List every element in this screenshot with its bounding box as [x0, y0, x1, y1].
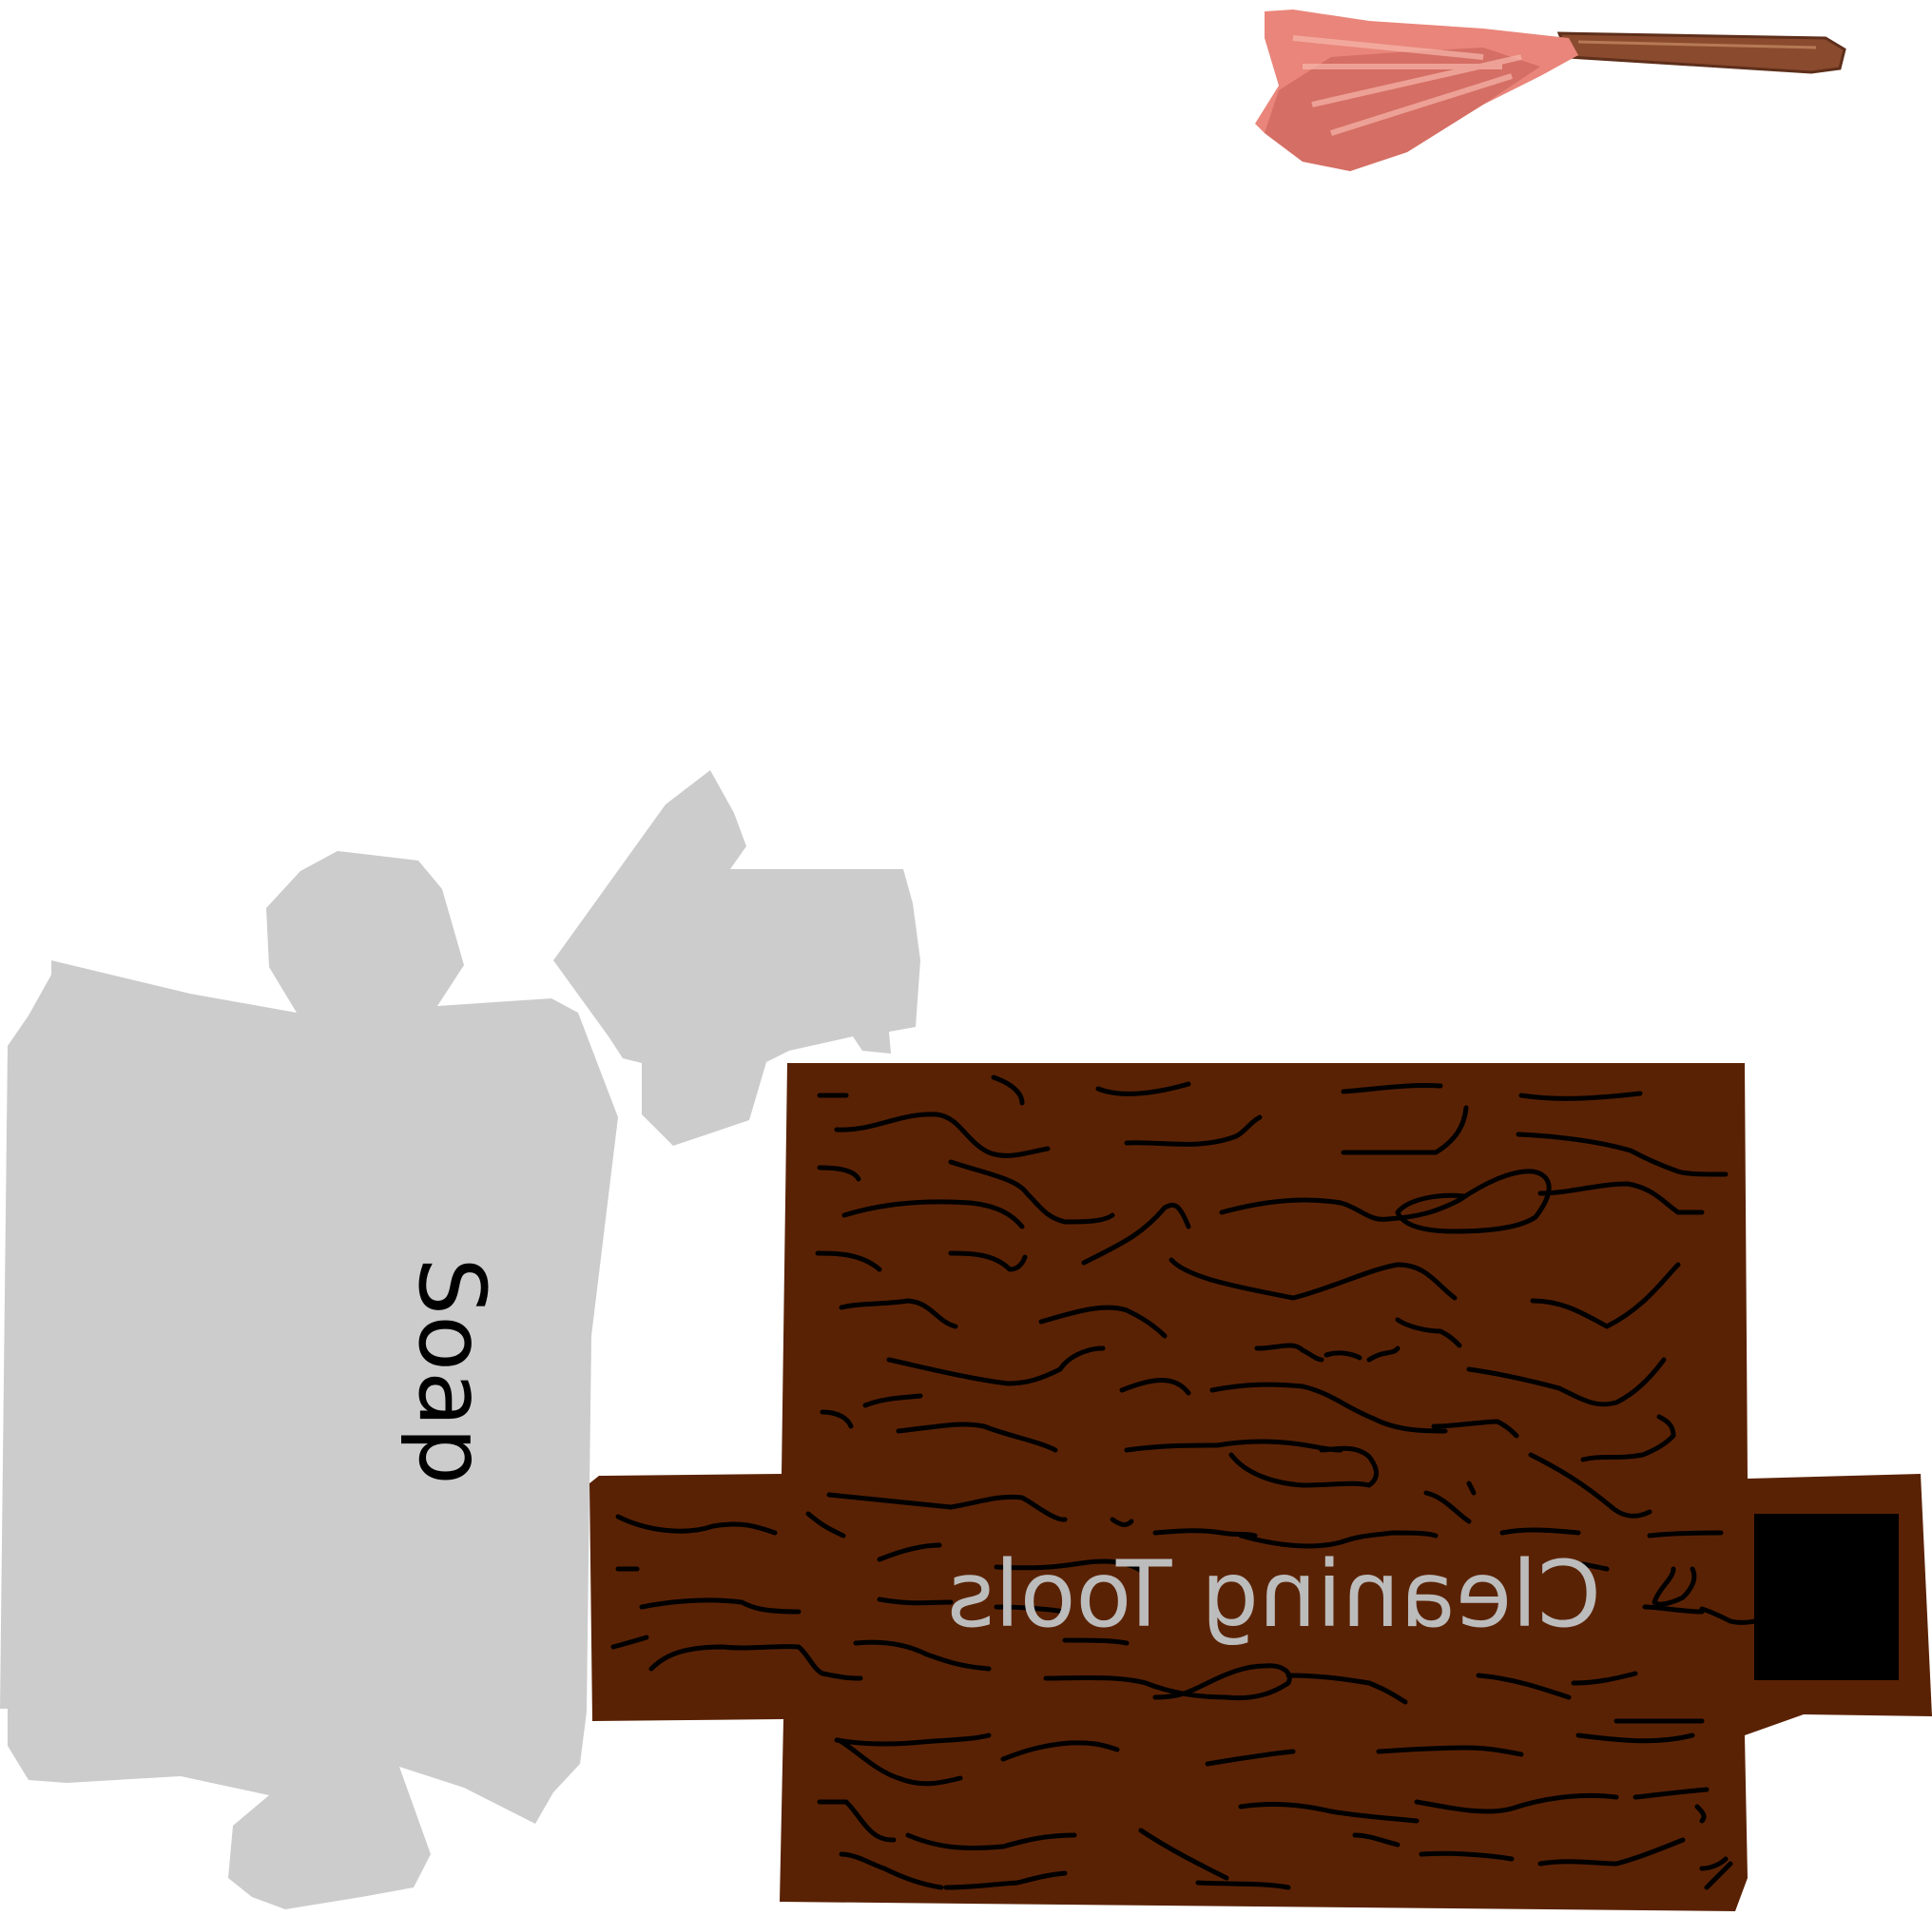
duster-feather-streaks [1292, 35, 1522, 136]
toolbox-label: Cleaning Tools [947, 1541, 1601, 1648]
toolbox-body [589, 1063, 1932, 1911]
soap-bottle-body [0, 851, 618, 1909]
toolbox-wood-grain [610, 1074, 1790, 1890]
toolbox-latch-slot[interactable] [1754, 1514, 1899, 1680]
soap-label: Soap [398, 1257, 505, 1484]
soap-pump-head [553, 770, 920, 1146]
soap-bottle-icon[interactable]: Soap [0, 770, 920, 1909]
wooden-toolbox-icon[interactable]: Cleaning Tools [589, 1063, 1932, 1911]
duster-handle-shine [1577, 40, 1817, 49]
feather-duster-icon[interactable] [1255, 10, 1846, 171]
